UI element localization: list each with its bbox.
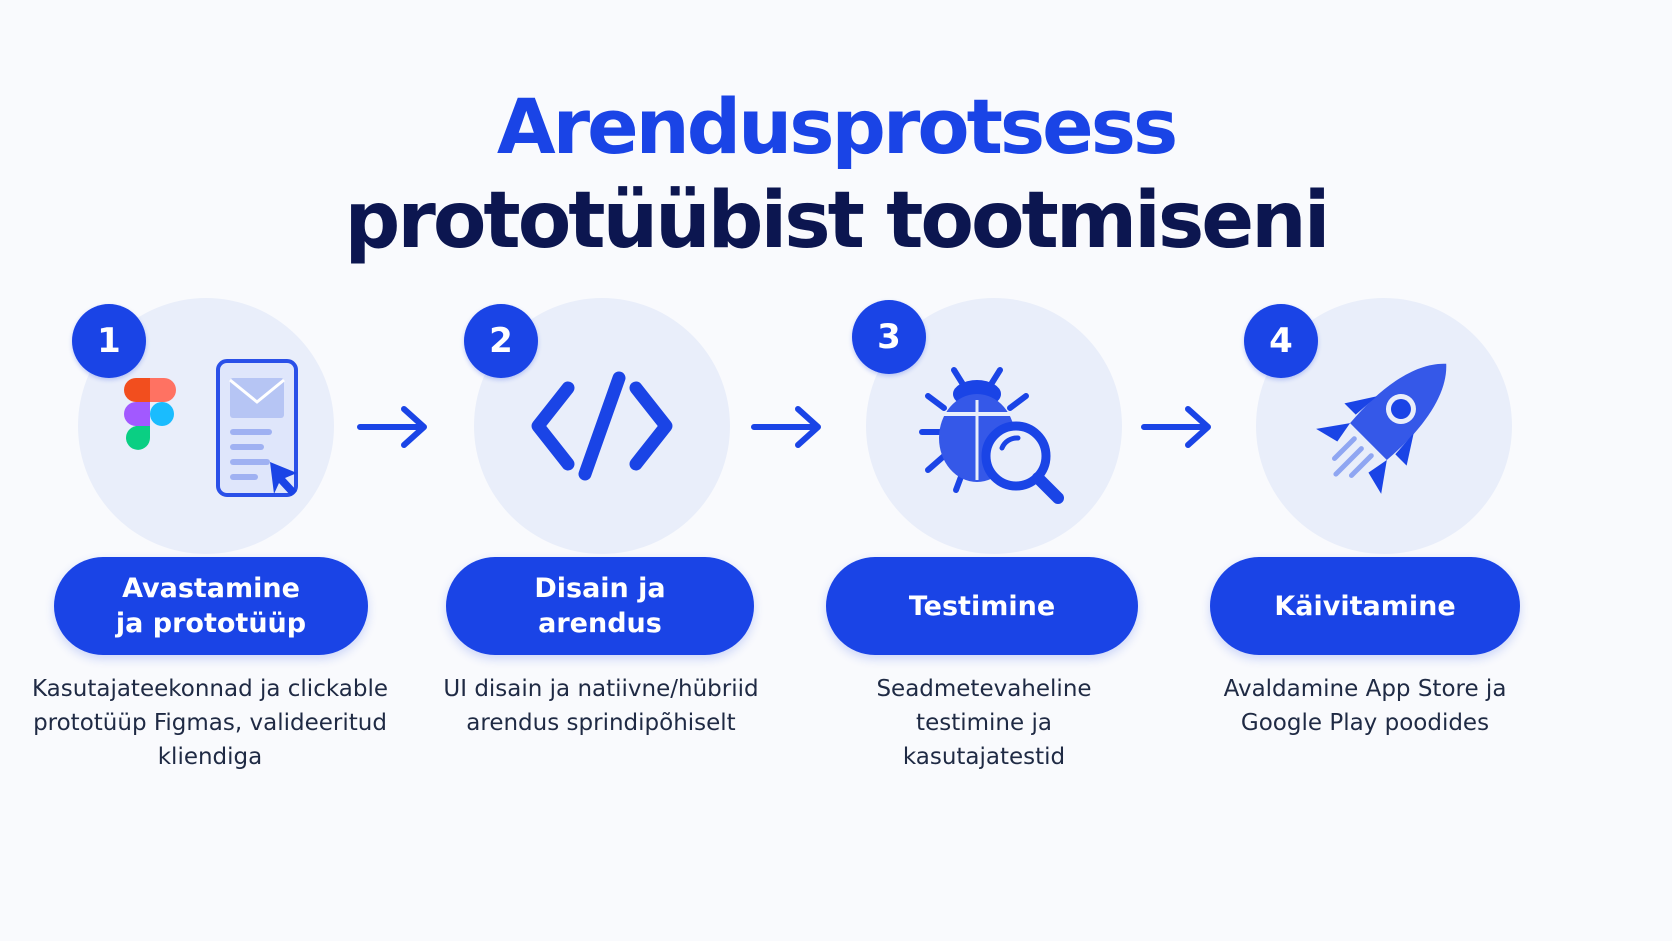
- step-1-badge: 1: [72, 304, 146, 378]
- step-1-label: Avastamine ja prototüüp: [54, 557, 368, 655]
- phone-prototype-icon: [216, 359, 298, 497]
- step-4-label: Käivitamine: [1210, 557, 1520, 655]
- arrow-right-icon: [357, 406, 427, 448]
- figma-icon: [124, 378, 176, 450]
- step-2-badge: 2: [464, 304, 538, 378]
- step-3-badge: 3: [852, 300, 926, 374]
- arrow-right-icon: [1141, 406, 1211, 448]
- step-3-description: Seadmetevaheline testimine ja kasutajate…: [876, 676, 1092, 770]
- step-4-badge: 4: [1244, 304, 1318, 378]
- arrow-right-icon: [751, 406, 821, 448]
- figma-phone-prototype-icon: [124, 359, 298, 497]
- step-1-description: Kasutajateekonnad ja clickable prototüüp…: [32, 676, 388, 770]
- page-title: Arendusprotsess: [496, 82, 1178, 171]
- magnifier-icon: [981, 421, 1064, 504]
- code-brackets-icon: [531, 371, 673, 481]
- step-1-icon-circle: [78, 298, 334, 554]
- rocket-icon: [1316, 363, 1447, 494]
- page-subtitle: prototüübist tootmiseni: [344, 176, 1331, 266]
- step-2-description: UI disain ja natiivne/hübriid arendus sp…: [443, 676, 759, 736]
- step-3-label: Testimine: [826, 557, 1138, 655]
- bug-search-icon: [919, 367, 1064, 504]
- bug-icon: [919, 367, 1029, 493]
- step-2-label: Disain ja arendus: [446, 557, 754, 655]
- cursor-icon: [270, 462, 297, 496]
- step-4-description: Avaldamine App Store ja Google Play pood…: [1223, 676, 1507, 736]
